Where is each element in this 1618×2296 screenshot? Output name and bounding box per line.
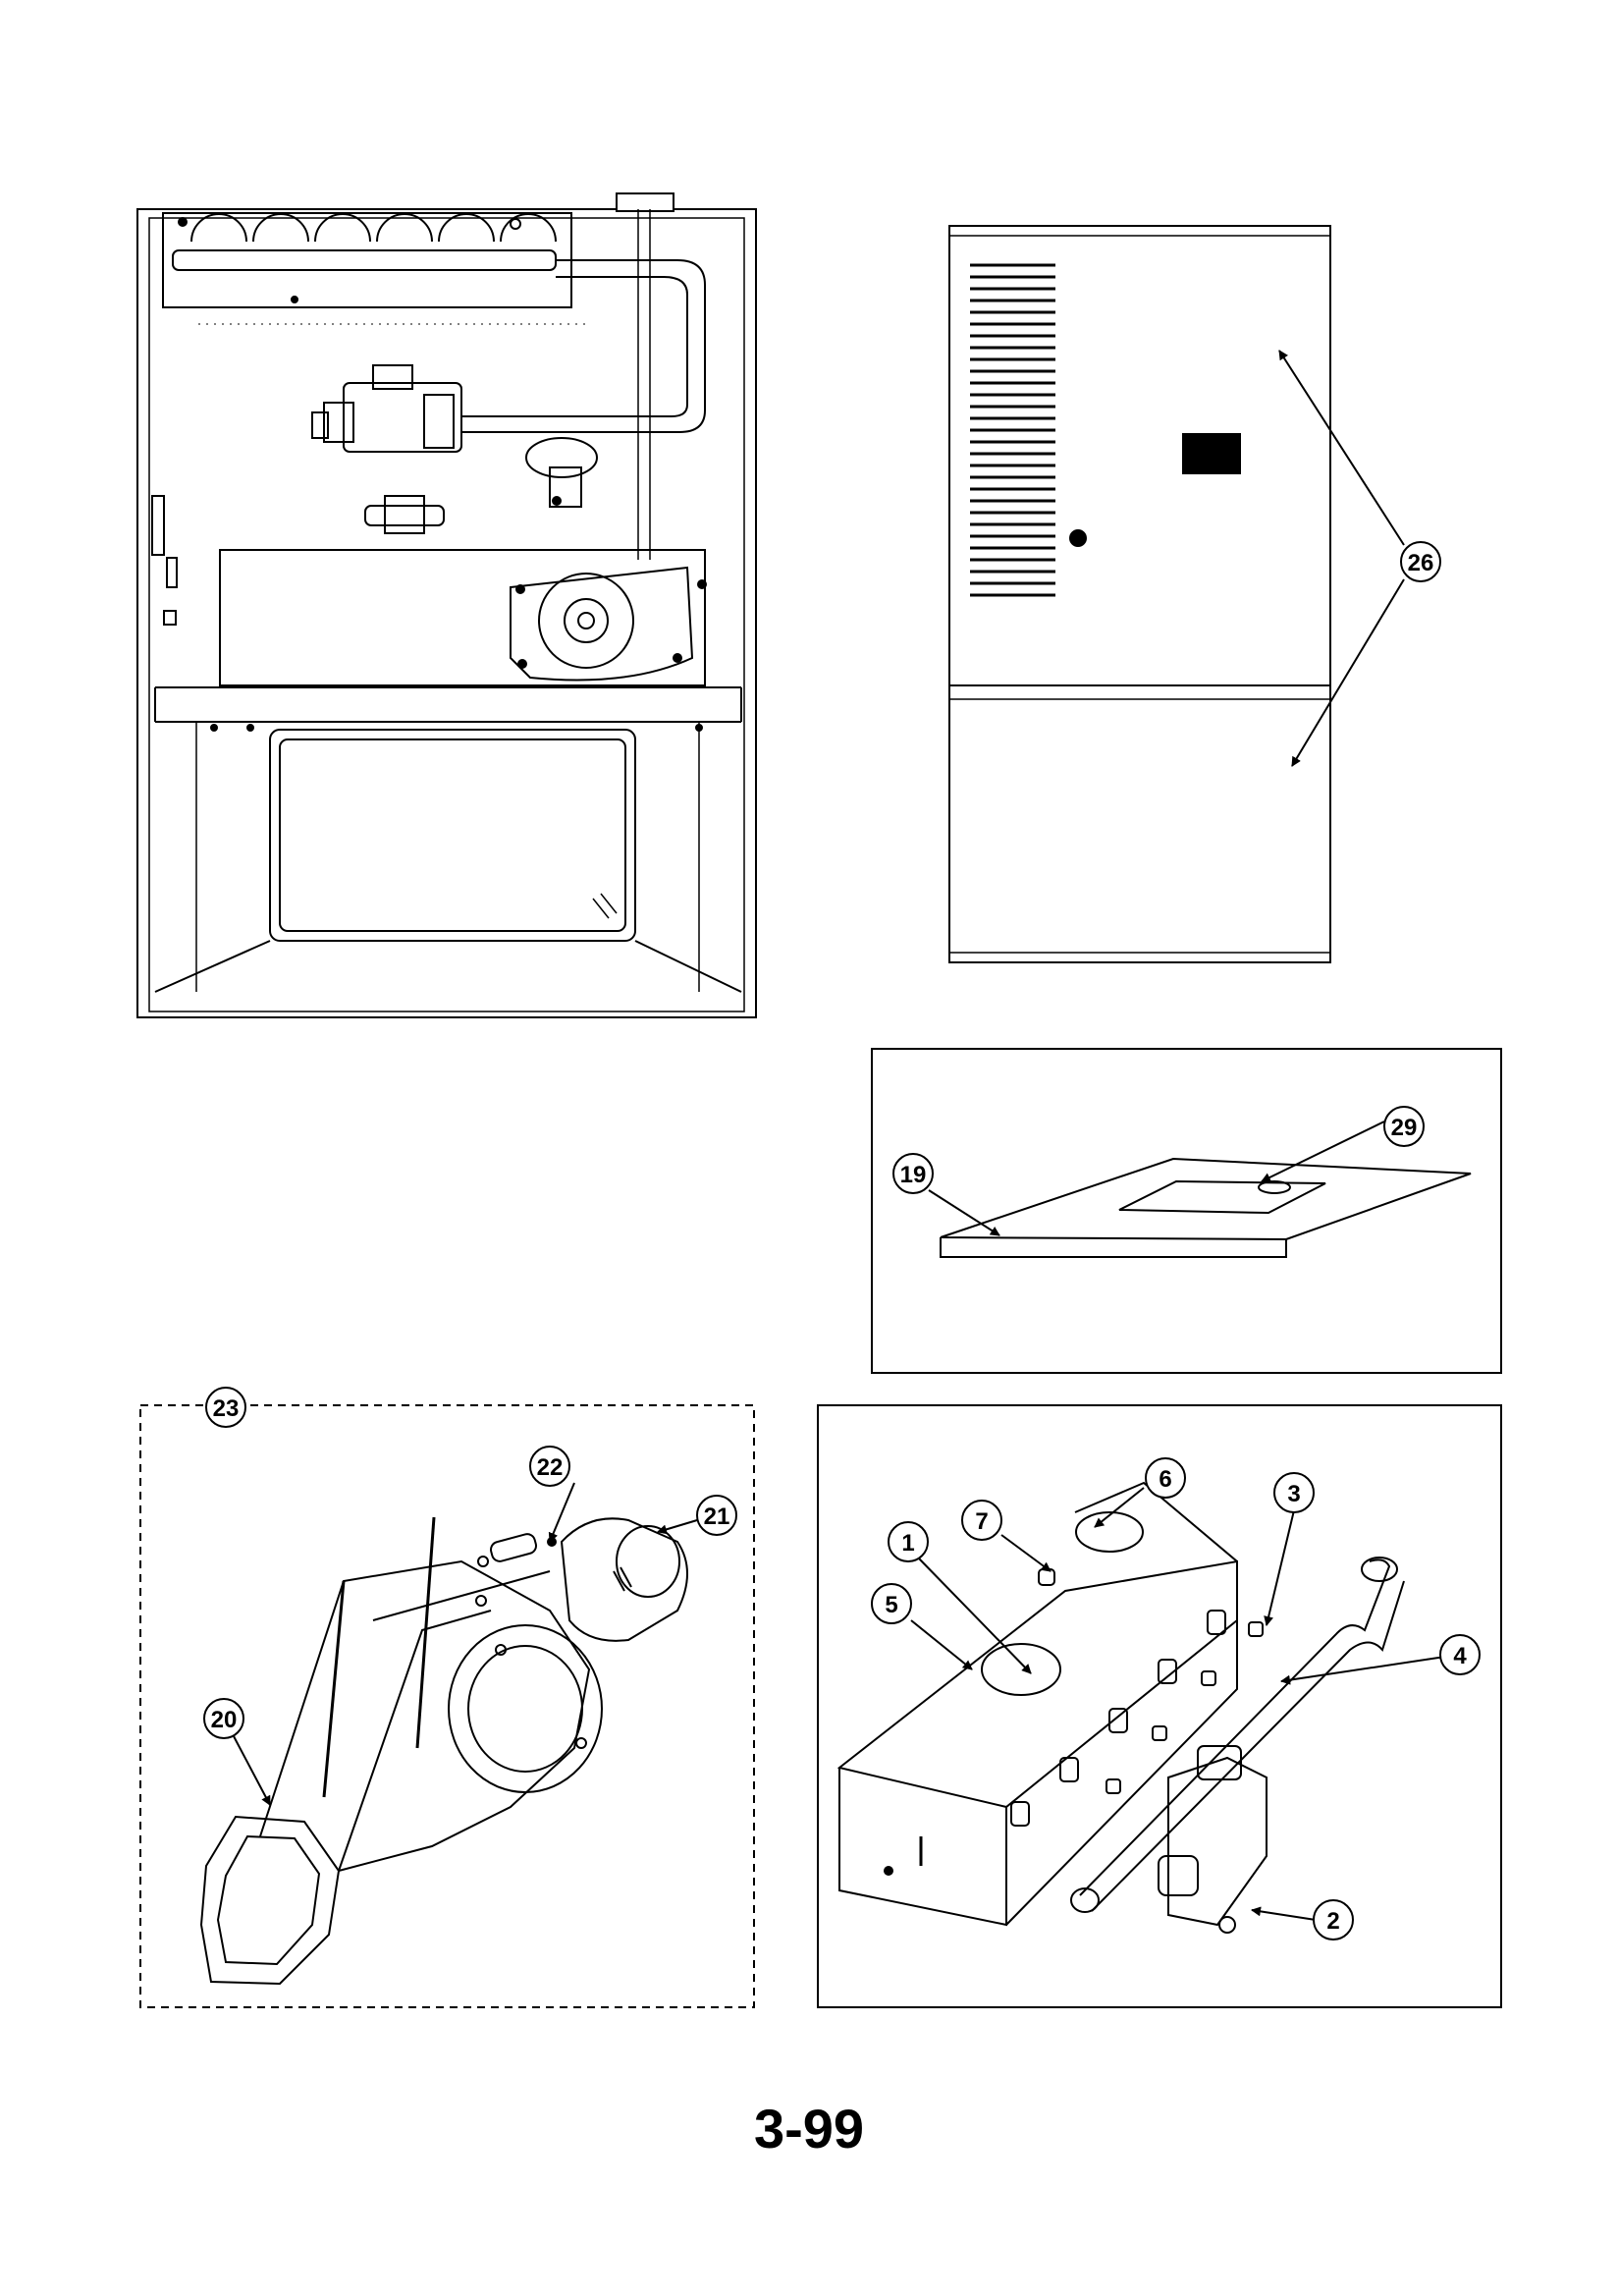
door-knob bbox=[1069, 529, 1087, 547]
callout-29-label: 29 bbox=[1391, 1115, 1418, 1141]
callouts: 26 29 19 23 22 21 20 6 bbox=[203, 541, 1481, 1941]
orifices bbox=[1106, 1621, 1264, 1794]
pressure-switch bbox=[525, 437, 598, 508]
callout-3-label: 3 bbox=[1287, 1481, 1300, 1507]
callout-5-label: 5 bbox=[885, 1592, 897, 1618]
callout-6-label: 6 bbox=[1159, 1466, 1171, 1493]
blower-motor bbox=[560, 1517, 688, 1642]
callout-2: 2 bbox=[1313, 1899, 1354, 1941]
blower-compartment bbox=[154, 722, 742, 993]
louver-vents bbox=[970, 263, 1055, 597]
top-panel-box bbox=[871, 1048, 1502, 1374]
callout-23: 23 bbox=[205, 1387, 246, 1428]
callout-23-label: 23 bbox=[213, 1395, 240, 1422]
manifold-pipe bbox=[1070, 1557, 1405, 1913]
callout-5: 5 bbox=[871, 1583, 912, 1624]
inducer-box bbox=[154, 549, 742, 723]
callout-20-label: 20 bbox=[211, 1707, 238, 1733]
blower-wheel-housing bbox=[199, 1516, 603, 1986]
callout-29: 29 bbox=[1383, 1106, 1425, 1147]
callout-22-label: 22 bbox=[537, 1454, 564, 1481]
callout-1-label: 1 bbox=[901, 1530, 914, 1557]
callout-19-label: 19 bbox=[900, 1162, 927, 1188]
callout-6: 6 bbox=[1145, 1457, 1186, 1499]
callout-21: 21 bbox=[696, 1495, 737, 1536]
callout-1: 1 bbox=[888, 1521, 929, 1562]
callout-7: 7 bbox=[961, 1500, 1002, 1541]
sight-glass bbox=[1182, 433, 1241, 474]
callout-7-label: 7 bbox=[975, 1508, 988, 1535]
burner-assembly bbox=[162, 212, 572, 308]
callout-19: 19 bbox=[892, 1153, 934, 1194]
callout-2-label: 2 bbox=[1326, 1908, 1339, 1935]
gas-valve bbox=[311, 364, 462, 453]
transformer bbox=[364, 495, 445, 534]
gas-valve-detail bbox=[1158, 1745, 1267, 1934]
furnace-interior-view bbox=[136, 192, 757, 1018]
callout-4-label: 4 bbox=[1453, 1643, 1467, 1669]
callout-20: 20 bbox=[203, 1698, 244, 1739]
callout-26: 26 bbox=[1400, 541, 1441, 582]
burner-box bbox=[836, 1481, 1238, 1927]
callout-4: 4 bbox=[1439, 1634, 1481, 1675]
cabinet-front-view bbox=[948, 225, 1331, 963]
page-number: 3-99 bbox=[753, 2098, 865, 2159]
callout-22: 22 bbox=[529, 1446, 570, 1487]
callout-21-label: 21 bbox=[704, 1503, 730, 1530]
burner-box-assembly-box bbox=[817, 1404, 1502, 2008]
callout-3: 3 bbox=[1273, 1472, 1315, 1513]
leader-lines bbox=[233, 350, 1459, 1921]
door-switch bbox=[151, 495, 178, 626]
run-capacitor bbox=[477, 1533, 557, 1567]
callout-26-label: 26 bbox=[1408, 550, 1434, 576]
